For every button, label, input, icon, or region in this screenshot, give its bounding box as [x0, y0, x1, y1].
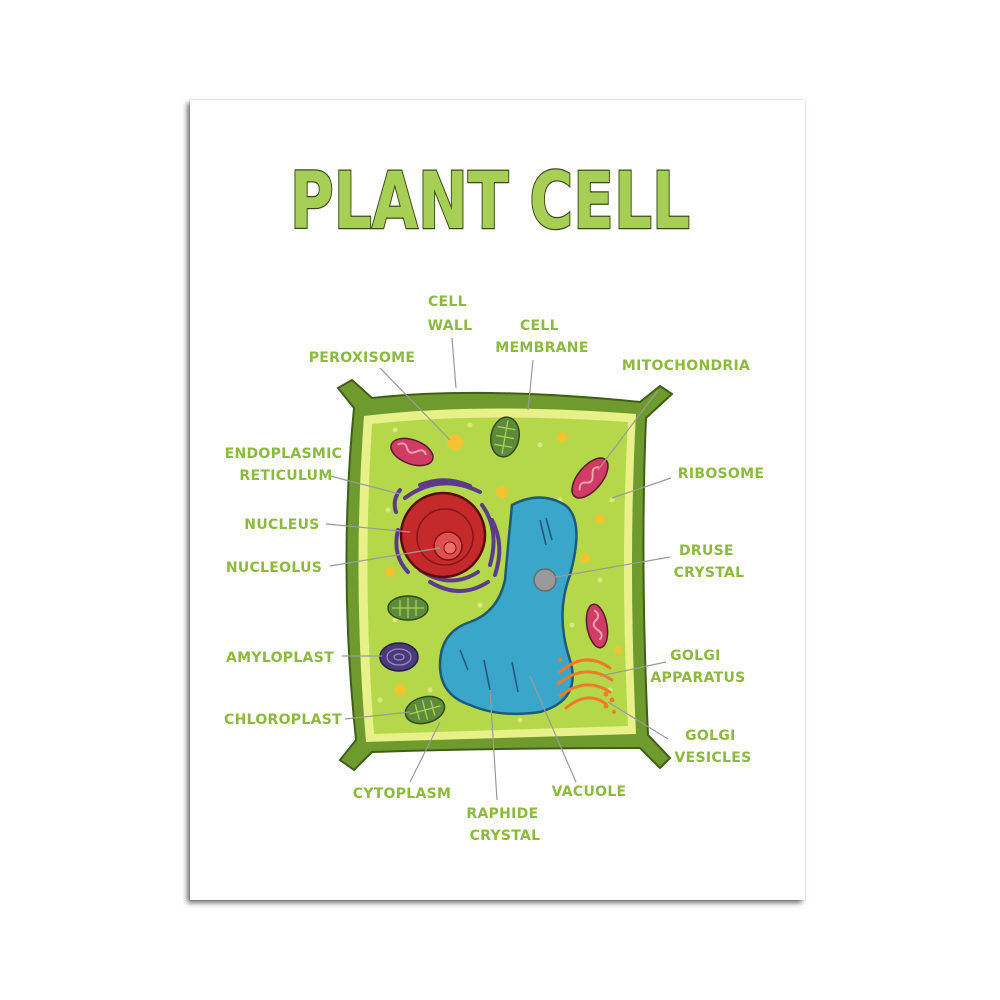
page-title: PLANT CELL	[290, 157, 690, 240]
poster: PLANT CELL	[190, 100, 805, 900]
cell-diagram: CELL WALL CELL MEMBRANE PEROXISOME MITOC…	[224, 294, 764, 844]
chloroplast	[387, 416, 520, 725]
label-peroxisome: PEROXISOME	[309, 350, 416, 366]
nucleolus	[433, 531, 463, 561]
label-nucleus: NUCLEUS	[244, 517, 319, 533]
amyloplast	[379, 642, 419, 672]
label-nucleolus: NUCLEOLUS	[226, 560, 322, 576]
leader-lines	[325, 337, 672, 801]
endoplasmic-reticulum	[392, 478, 502, 593]
peroxisome	[385, 432, 622, 696]
label-amyloplast: AMYLOPLAST	[226, 650, 334, 666]
label-vacuole: VACUOLE	[552, 784, 627, 800]
label-chloroplast: CHLOROPLAST	[224, 712, 342, 728]
raphide-crystal	[459, 517, 553, 693]
vacuole	[438, 496, 578, 716]
label-cell-membrane: CELL MEMBRANE	[495, 318, 588, 356]
label-ribosome: RIBOSOME	[678, 466, 764, 482]
label-golgi-apparatus: GOLGI APPARATUS	[650, 648, 745, 686]
label-golgi-vesicles: GOLGI VESICLES	[675, 728, 752, 766]
golgi-vesicles	[558, 658, 616, 714]
label-mitochondria: MITOCHONDRIA	[622, 358, 750, 374]
golgi-apparatus	[556, 658, 614, 710]
label-druse-crystal: DRUSE CRYSTAL	[674, 543, 745, 581]
label-raphide-crystal: RAPHIDE CRYSTAL	[466, 806, 543, 844]
label-endoplasmic-reticulum: ENDOPLASMIC RETICULUM	[225, 446, 348, 484]
label-cell-wall: CELL WALL	[428, 294, 473, 334]
title-graphic: PLANT CELL	[289, 156, 692, 240]
label-cytoplasm: CYTOPLASM	[353, 786, 452, 802]
druse-crystal	[533, 568, 557, 592]
